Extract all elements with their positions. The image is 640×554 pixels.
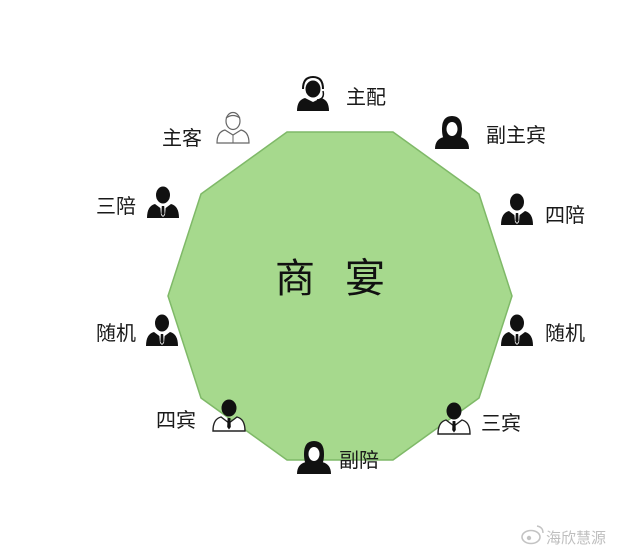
headset-person-icon [296, 76, 330, 112]
seat-label: 三宾 [481, 411, 521, 435]
table-title-left: 商 [275, 256, 317, 302]
table-title-right: 宴 [345, 256, 387, 302]
seat-attendant-left: 随机 [96, 314, 178, 346]
seat-label: 主客 [162, 126, 202, 150]
woman-person-icon [435, 116, 469, 149]
seat-fourth-guest: 四宾 [156, 398, 246, 432]
businessman-icon [501, 314, 533, 346]
seat-host: 主配 [296, 76, 386, 112]
banquet-table [167, 131, 513, 461]
seat-label: 主配 [346, 85, 386, 109]
seat-label: 副陪 [339, 448, 379, 472]
weibo-icon [521, 525, 544, 545]
seat-third-companion: 三陪 [96, 186, 179, 218]
watermark-text: 海欣慧源 [546, 529, 606, 547]
seat-attendant-right: 随机 [501, 314, 585, 346]
person-outline-icon [216, 111, 250, 144]
businessman-icon [146, 314, 178, 346]
seat-label: 随机 [96, 321, 136, 345]
seat-third-guest: 三宾 [437, 401, 521, 435]
seat-deputy-guest-of-honor: 副主宾 [435, 116, 546, 149]
seat-guest-of-honor: 主客 [162, 111, 250, 150]
seat-label: 四宾 [156, 408, 196, 432]
seat-label: 随机 [545, 321, 585, 345]
businessman-icon [147, 186, 179, 218]
watermark: 海欣慧源 [521, 525, 606, 547]
seat-label: 三陪 [96, 194, 136, 218]
seat-label: 副主宾 [486, 123, 546, 147]
seat-deputy-host: 副陪 [297, 441, 379, 474]
businessman-icon [501, 193, 533, 225]
seat-fourth-companion: 四陪 [501, 193, 585, 227]
seat-label: 四陪 [545, 203, 585, 227]
